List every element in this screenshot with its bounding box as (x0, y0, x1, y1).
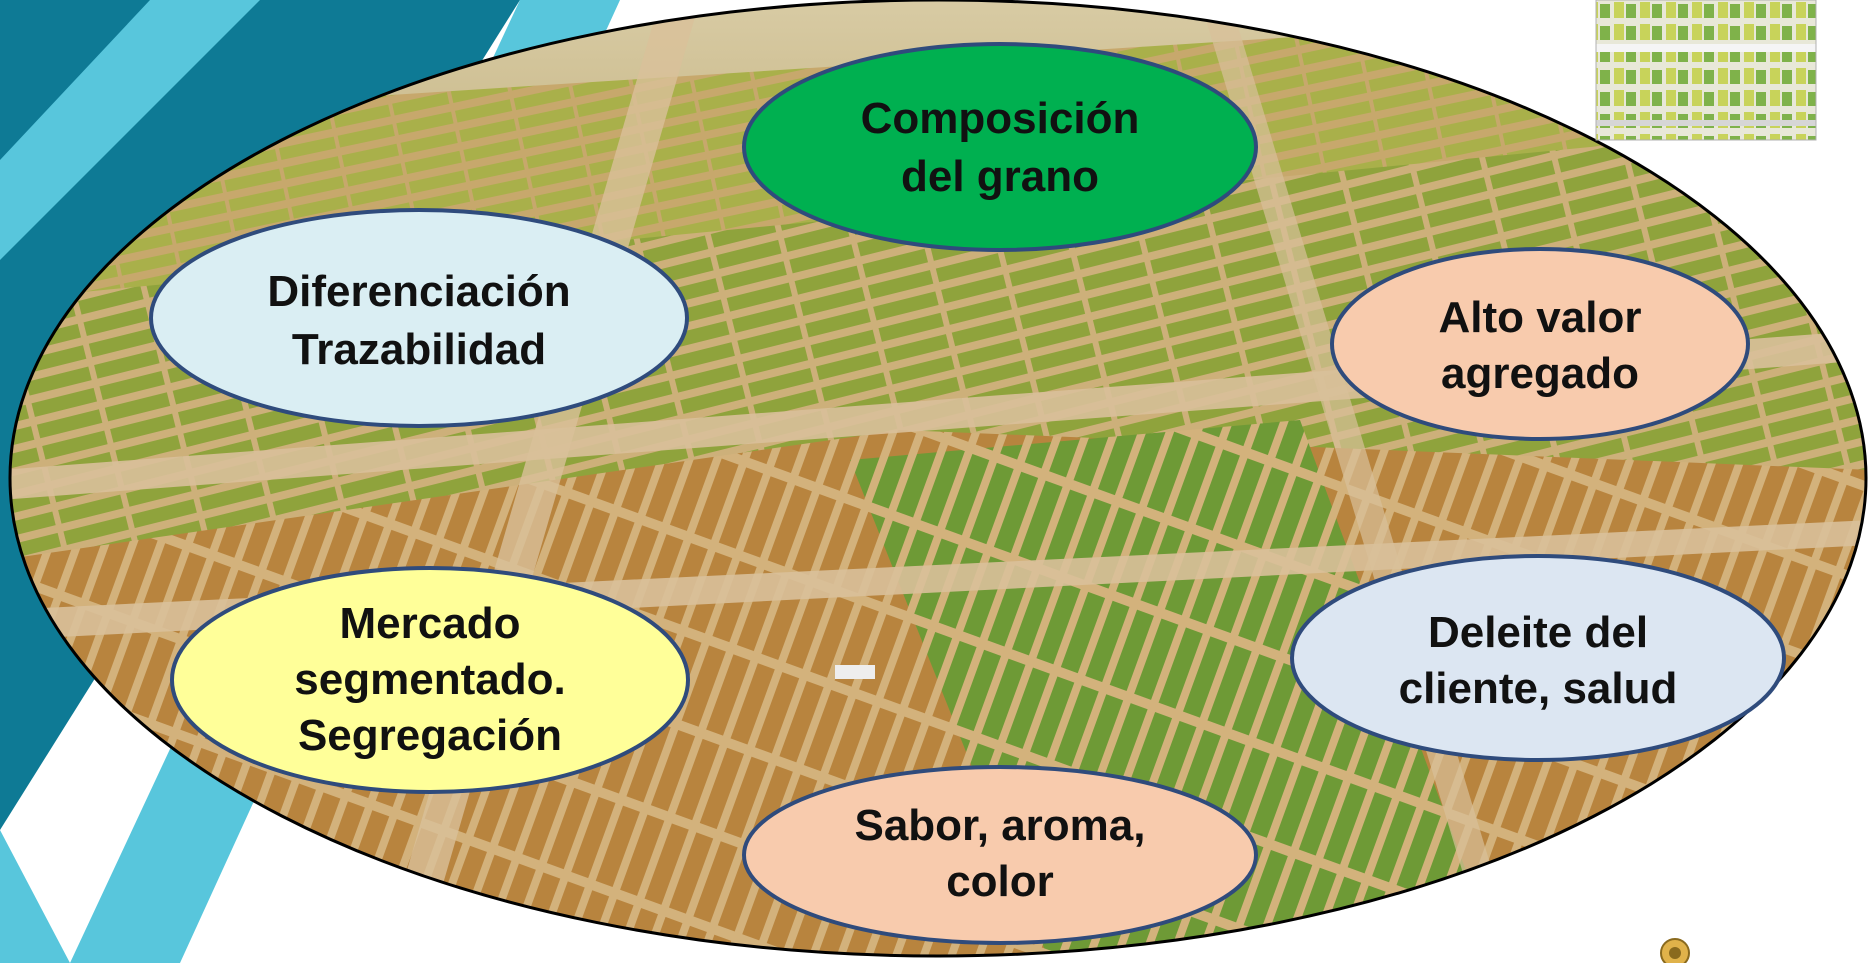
bubble-mercado-line-2: segmentado. (294, 655, 565, 704)
bubble-diferenciacion-line-1: Diferenciación (267, 267, 570, 316)
bubble-alto-valor-line-2: agregado (1441, 349, 1639, 398)
field-oval-border (8, 0, 1868, 958)
bubble-mercado-line-1: Mercado (340, 599, 521, 648)
supermarket-photo (1595, 0, 1817, 141)
bubble-alto-valor-line-1: Alto valor (1439, 293, 1642, 342)
bubble-alto-valor: Alto valor agregado (1330, 247, 1750, 441)
bubble-diferenciacion-shape (149, 208, 689, 428)
bubble-composicion-shape (742, 42, 1258, 252)
bubble-mercado-shape (170, 566, 690, 794)
bubble-mercado-line-3: Segregación (298, 711, 562, 760)
bubble-sabor: Sabor, aroma, color (742, 765, 1258, 945)
bubble-deleite-shape (1290, 554, 1786, 762)
teal-stripe-light (0, 0, 260, 260)
bubble-sabor-line-1: Sabor, aroma, (854, 801, 1145, 850)
bubble-composicion-line-2: del grano (901, 152, 1099, 201)
bubble-deleite-line-2: cliente, salud (1399, 664, 1678, 713)
teal-stripe-light-3 (0, 830, 70, 963)
bubble-alto-valor-shape (1330, 247, 1750, 441)
bubble-diferenciacion: Diferenciación Trazabilidad (149, 208, 689, 428)
bubble-sabor-shape (742, 765, 1258, 945)
bubble-deleite-line-1: Deleite del (1428, 608, 1648, 657)
bubble-deleite: Deleite del cliente, salud (1290, 554, 1786, 762)
bubble-mercado: Mercado segmentado. Segregación (170, 566, 690, 794)
logo-icon (1660, 938, 1690, 963)
bubble-composicion: Composición del grano (742, 42, 1258, 252)
bubble-sabor-line-2: color (946, 857, 1054, 906)
bubble-diferenciacion-line-2: Trazabilidad (292, 325, 546, 374)
bubble-composicion-line-1: Composición (861, 94, 1140, 143)
